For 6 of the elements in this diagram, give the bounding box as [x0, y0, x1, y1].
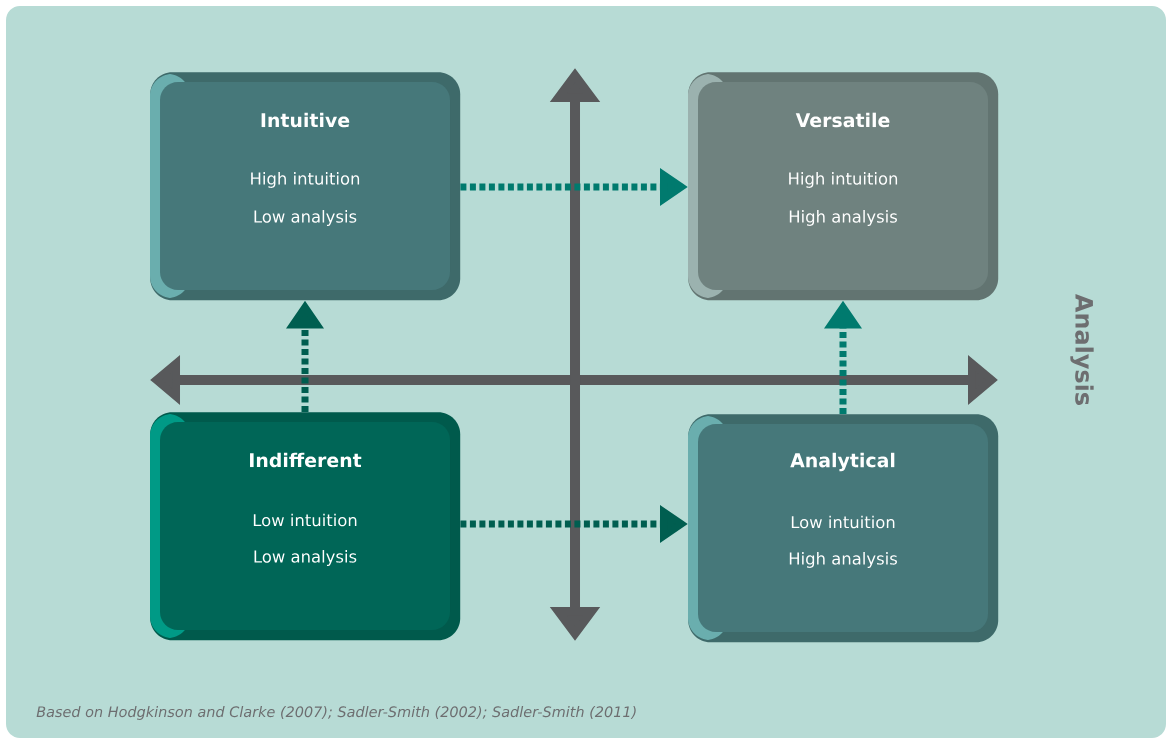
axis-label: Analysis: [1070, 294, 1094, 405]
quadrant-box: Intuitive High intuition Low analysis: [150, 72, 461, 301]
quadrant-box: Versatile High intuition High analysis: [688, 72, 999, 301]
quadrant-box: Analytical Low intuition High analysis: [688, 414, 999, 643]
caption: Based on Hodgkinson and Clarke (2007); Sadler-Smith (2002); Sadler-Smith (2011): [36, 706, 636, 720]
quadrant-box: Indifferent Low intuition Low analysis: [150, 412, 461, 641]
